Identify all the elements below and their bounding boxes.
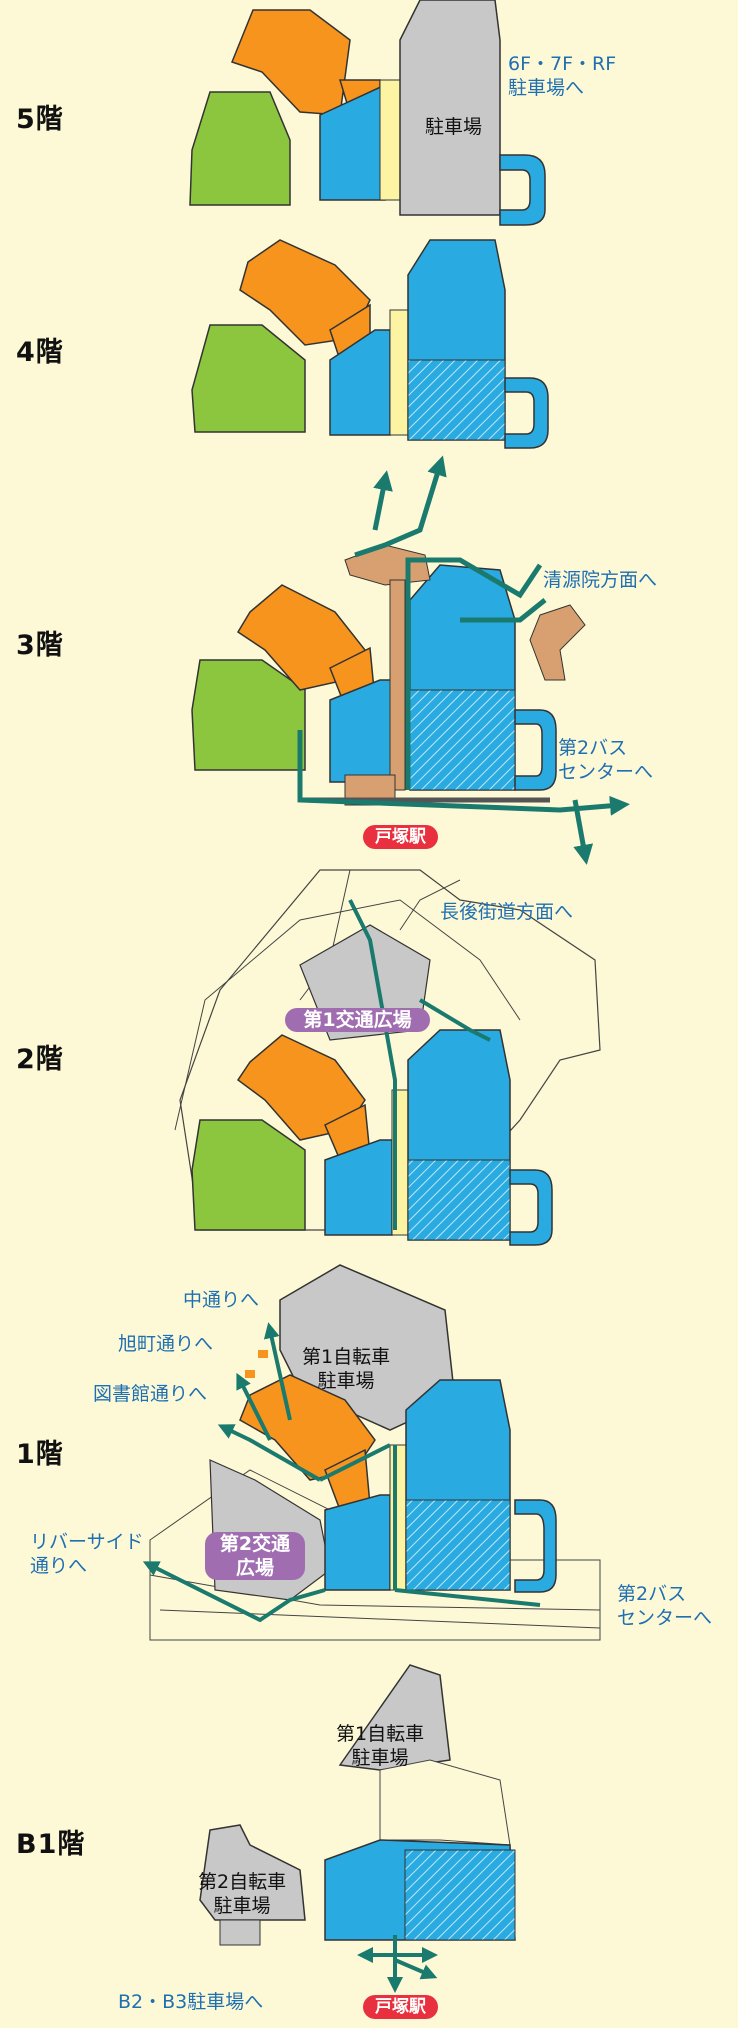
label-naka: 中通りへ [183,1289,260,1311]
label-asahi: 旭町通りへ [118,1333,214,1355]
label-bus2-1f: 第2バス センターへ [617,1583,713,1629]
map-4f [191,239,549,449]
label-b2b3-parking: B2・B3駐車場へ [118,1991,264,2013]
plaza-1: 第1交通広場 [285,1008,430,1032]
floor-label-5f: 5階 [16,104,64,135]
label-parking-upper: 6F・7F・RF 駐車場へ [508,53,617,99]
floor-label-4f: 4階 [16,337,64,368]
station-badge-3f: 戸塚駅 [363,825,438,849]
floor-label-b1: B1階 [16,1829,86,1860]
label-seigen-in: 清源院方面へ [543,569,658,591]
map-2f [174,869,601,1246]
label-parking-5f: 駐車場 [425,116,483,138]
map-1f [142,1264,601,1641]
label-bike2-b1: 第2自転車 駐車場 [198,1871,287,1917]
label-library: 図書館通りへ [93,1383,208,1405]
label-bike1-1f: 第1自転車 駐車場 [302,1346,391,1392]
map-5f [189,0,546,226]
station-badge-b1: 戸塚駅 [363,1995,438,2019]
label-bike1-b1: 第1自転車 駐車場 [336,1723,425,1769]
floor-label-1f: 1階 [16,1439,64,1470]
floor-label-2f: 2階 [16,1044,64,1075]
label-bus2-3f: 第2バス センターへ [558,737,654,783]
plaza-2: 第2交通 広場 [205,1532,305,1580]
floor-label-3f: 3階 [16,630,64,661]
label-riverside: リバーサイド 通りへ [30,1531,144,1577]
label-nagago: 長後街道方面へ [440,901,574,923]
map-3f [191,455,630,865]
map-b1 [199,1664,516,1993]
